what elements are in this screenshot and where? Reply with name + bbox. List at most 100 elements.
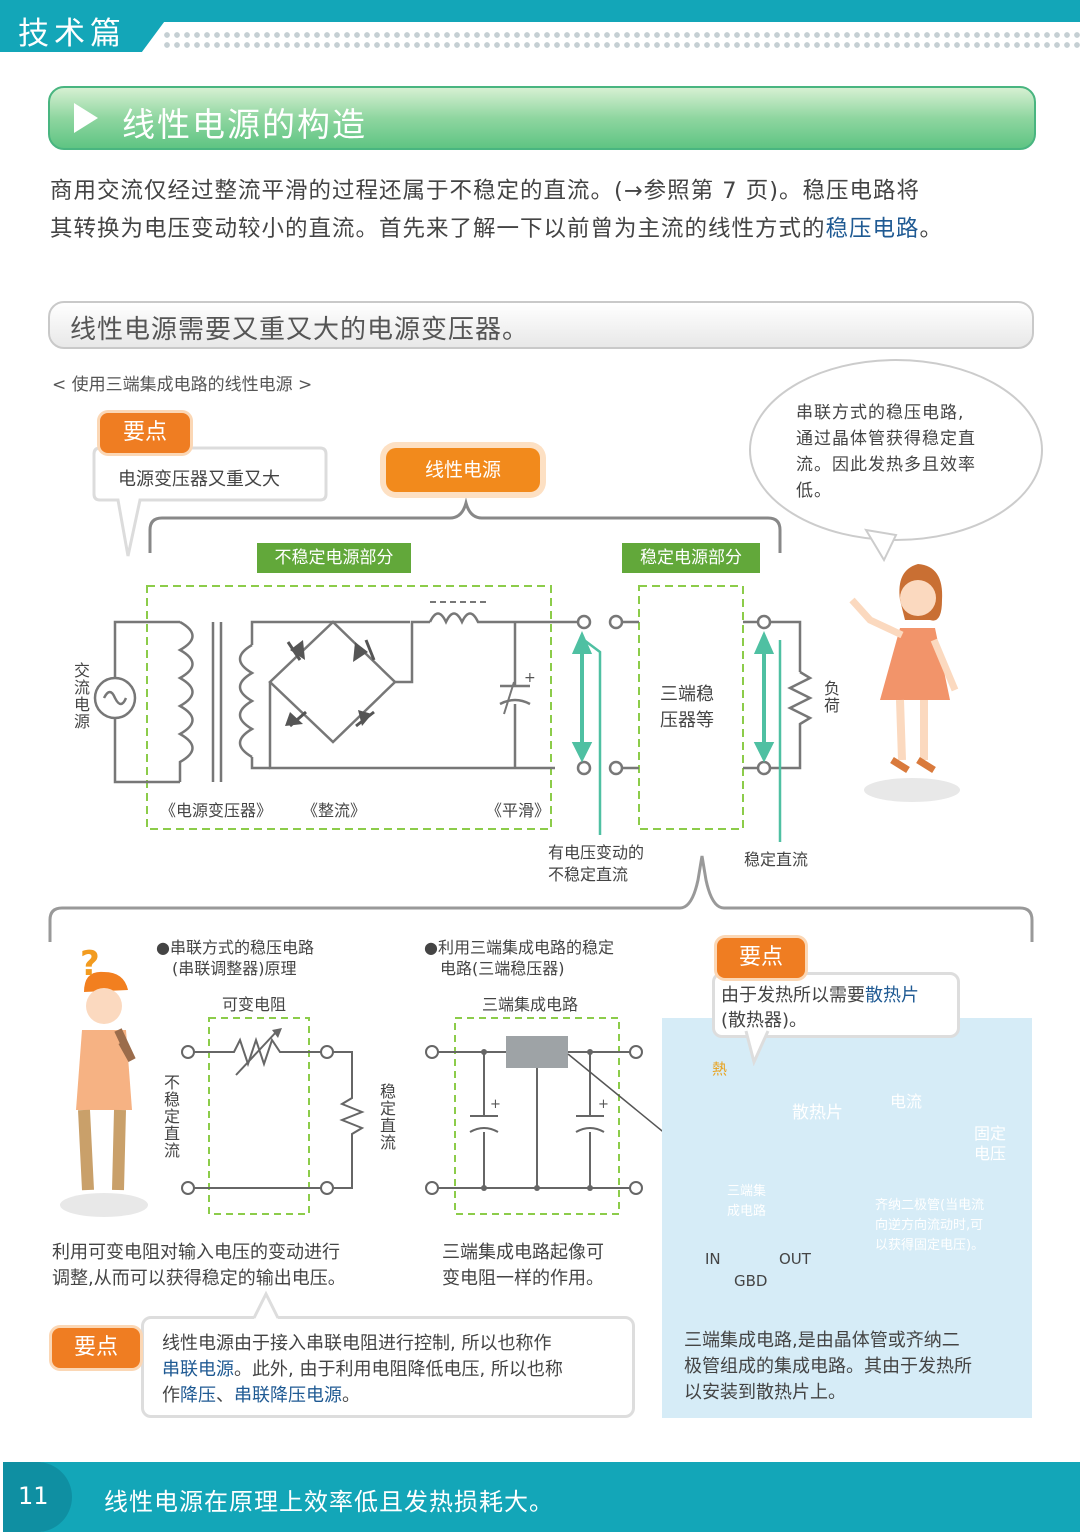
- ic-desc-2: 变电阻一样的作用。: [442, 1268, 604, 1289]
- series-description: 利用可变电阻对输入电压的变动进行 调整,从而可以获得稳定的输出电压。: [52, 1240, 346, 1292]
- pin-gbd: GBD: [734, 1272, 768, 1290]
- bottom-point-text-2: 。此外, 由于利用电阻降低电压, 所以也称: [234, 1359, 563, 1380]
- unstable-box: [146, 585, 552, 830]
- zener-fixed-1: 固定: [974, 1124, 1007, 1143]
- unstable-dc-vertical: 不稳定直流: [161, 1074, 180, 1159]
- header-title: 技术篇: [18, 16, 126, 52]
- question-mark-icon: ?: [80, 944, 100, 984]
- bottom-point-line-2: 串联电源。此外, 由于利用电阻降低电压, 所以也称: [162, 1357, 632, 1383]
- unstable-dc-label: 有电压变动的 不稳定直流: [548, 842, 644, 886]
- heatsink-desc-3: 以安装到散热片上。: [684, 1382, 846, 1403]
- heatsink-desc-1: 三端集成电路,是由晶体管或齐纳二: [684, 1330, 960, 1351]
- bottom-point-box: 线性电源由于接入串联电阻进行控制, 所以也称作 串联电源。此外, 由于利用电阻降…: [141, 1316, 635, 1418]
- ac-source-label: 交流电源: [71, 662, 90, 730]
- transformer-label: 《电源变压器》: [160, 801, 273, 820]
- series-regulator-circuit: [181, 1017, 365, 1215]
- bottom-point-line-3: 作降压、串联降压电源。: [162, 1383, 632, 1409]
- regulator-line-1: 三端稳: [660, 684, 714, 705]
- load-label: 负荷: [821, 680, 840, 714]
- heatsink-desc-2: 极管组成的集成电路。其由于发热所: [684, 1356, 972, 1377]
- series-power-term: 串联电源: [162, 1359, 234, 1380]
- footer-bar: [0, 1462, 1080, 1532]
- point-badge-1: 要点: [100, 413, 190, 453]
- variable-resistor-label: 可变电阻: [222, 995, 287, 1014]
- woman-illustration: [849, 564, 960, 802]
- stable-section-label: 稳定电源部分: [622, 543, 760, 573]
- point-text-1: 电源变压器又重又大: [118, 469, 280, 490]
- ic-chip-line-1: 三端集: [727, 1184, 767, 1199]
- intro-line-2: 其转换为电压变动较小的直流。首先来了解一下以前曾为主流的线性方式的稳压电路。: [50, 210, 1050, 248]
- heatsink-point-text: 由于发热所以需要: [721, 985, 865, 1006]
- bubble-line-3: 流。因此发热多且效率: [796, 455, 976, 475]
- capacitor-plus: +: [524, 670, 536, 686]
- regulator-line-2: 压器等: [660, 710, 714, 731]
- ic-chip-line-2: 成电路: [727, 1204, 767, 1219]
- ic-desc-1: 三端集成电路起像可: [442, 1242, 604, 1263]
- ic-description: 三端集成电路起像可 变电阻一样的作用。: [442, 1240, 604, 1292]
- pin-in: IN: [705, 1250, 721, 1268]
- ic-title-1: ●利用三端集成电路的稳定: [424, 938, 614, 957]
- bottom-point-end: 。: [342, 1385, 360, 1406]
- speech-tail: [864, 528, 898, 563]
- bottom-point-line-1: 线性电源由于接入串联电阻进行控制, 所以也称作: [162, 1333, 552, 1354]
- zener-fixed-2: 电压: [974, 1144, 1007, 1163]
- stable-box: [638, 585, 744, 830]
- unstable-dc-line-2: 不稳定直流: [548, 865, 629, 884]
- heatsink-label: 散热片: [792, 1103, 843, 1123]
- point-bubble-1: [92, 446, 328, 557]
- series-title-1: ●串联方式的稳压电路: [156, 938, 314, 957]
- thinking-man-illustration: [60, 971, 148, 1217]
- page-number: 11: [18, 1482, 49, 1510]
- bubble-line-4: 低。: [796, 481, 832, 501]
- zener-note-2: 向逆方向流动时,可: [875, 1218, 984, 1233]
- point-badge-2: 要点: [717, 938, 805, 978]
- top-bracket: [148, 497, 782, 553]
- bubble-line-1: 串联方式的稳压电路,: [796, 403, 965, 423]
- capacitor-mark: [503, 681, 515, 715]
- section-title: 线性电源的构造: [122, 105, 367, 144]
- stable-dc-vertical: 稳定直流: [377, 1083, 396, 1151]
- intro-text: 其转换为电压变动较小的直流。首先来了解一下以前曾为主流的线性方式的: [50, 216, 826, 242]
- intro-text-end: 。: [919, 216, 944, 242]
- heat-label: 熱: [712, 1060, 728, 1078]
- bottom-bracket: [48, 855, 1034, 942]
- stable-dc-label: 稳定直流: [744, 850, 809, 869]
- cap-plus-1: +: [490, 1097, 501, 1112]
- bubble-tail-2: [744, 1030, 770, 1066]
- ic-title-2: 电路(三端稳压器): [440, 959, 565, 978]
- subsection-title: 线性电源需要又重又大的电源变压器。: [70, 315, 530, 345]
- subsection-heading: 线性电源需要又重又大的电源变压器。: [48, 301, 1034, 349]
- bottom-point-text-3a: 作: [162, 1385, 180, 1406]
- intro-paragraph: 商用交流仅经过整流平滑的过程还属于不稳定的直流。(→参照第 7 页)。稳压电路将…: [50, 172, 1050, 248]
- speech-bubble: [749, 359, 1043, 541]
- linear-power-label: 线性电源: [386, 448, 540, 492]
- voltage-arrows: [571, 631, 775, 763]
- point-bubble-2: 由于发热所以需要散热片 (散热器)。: [712, 972, 960, 1038]
- ic-block: [506, 1036, 568, 1068]
- bubble-tail-3: [252, 1290, 280, 1319]
- series-title: ●串联方式的稳压电路 (串联调整器)原理: [156, 937, 314, 979]
- point-badge-3: 要点: [52, 1328, 140, 1368]
- footer-summary: 线性电源在原理上效率低且发热损耗大。: [104, 1488, 554, 1516]
- cap-plus-2: +: [598, 1097, 609, 1112]
- section-heading: 线性电源的构造: [48, 86, 1036, 150]
- smooth-label: 《平滑》: [486, 801, 551, 820]
- header-dots: [162, 30, 1080, 50]
- diode-icons: [285, 639, 376, 728]
- header-tab: [0, 0, 165, 52]
- zener-current-label: 电流: [890, 1092, 923, 1111]
- heatsink-point-line1: 由于发热所以需要散热片: [721, 983, 957, 1008]
- zener-note-3: 以获得固定电压)。: [875, 1238, 985, 1253]
- circuit-wires: [93, 612, 813, 784]
- zener-note: 齐纳二极管(当电流 向逆方向流动时,可 以获得固定电压)。: [875, 1196, 984, 1256]
- heatsink-point-highlight: 散热片: [865, 985, 919, 1006]
- header-band: [150, 0, 1080, 22]
- bottom-point-sep: 、: [216, 1385, 234, 1406]
- regulator-label: 三端稳 压器等: [660, 682, 714, 734]
- unstable-dc-line: [583, 639, 602, 835]
- series-title-2: (串联调整器)原理: [172, 959, 297, 978]
- ic-chip-label: 三端集 成电路: [727, 1182, 766, 1222]
- pin-out: OUT: [779, 1250, 811, 1268]
- play-triangle-icon: [74, 103, 98, 133]
- rectify-label: 《整流》: [302, 801, 367, 820]
